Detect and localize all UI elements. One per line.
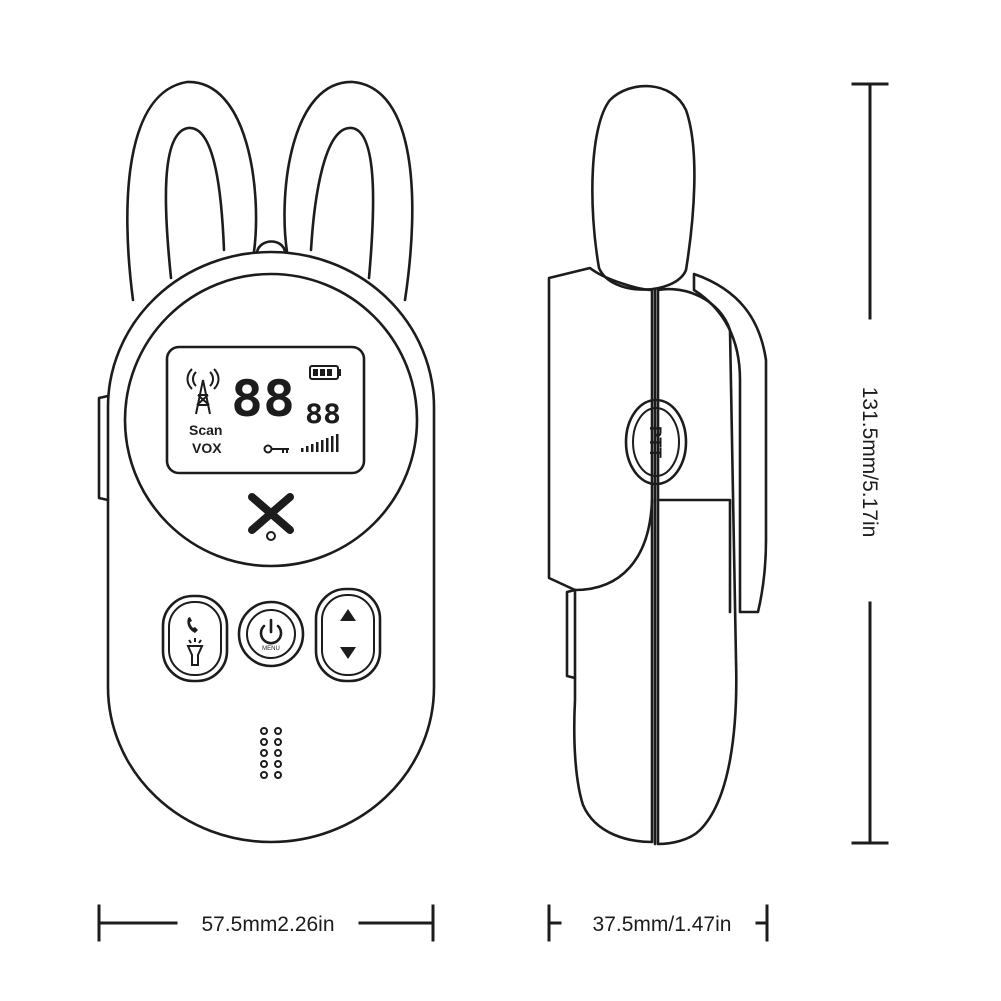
phone-icon <box>187 617 198 633</box>
arrow-up-icon <box>340 609 356 621</box>
height-dimension: 131.5mm/5.17in <box>851 82 889 845</box>
battery-icon <box>309 365 341 380</box>
flashlight-icon <box>186 638 204 666</box>
antenna-tower-icon <box>186 368 220 415</box>
speaker-grille <box>260 727 282 779</box>
belt-clip <box>692 272 768 614</box>
key-lock-icon <box>263 444 289 454</box>
side-body-back <box>656 287 738 846</box>
width-dimension: 57.5mm2.26in <box>97 904 435 942</box>
power-menu-button[interactable]: MENU <box>237 600 305 668</box>
arrow-down-icon <box>340 647 356 659</box>
side-view: PTT <box>547 84 768 846</box>
side-ear <box>591 84 696 291</box>
brand-logo-icon <box>248 493 294 541</box>
signal-strength-icon <box>301 434 339 452</box>
lcd-screen: 88 88 Scan VOX <box>165 345 366 475</box>
screen-bezel <box>123 272 419 568</box>
height-label: 131.5mm/5.17in <box>858 387 881 538</box>
sub-digits: 88 <box>305 399 341 430</box>
channel-digits: 88 <box>231 370 295 428</box>
bunny-ears <box>126 80 414 302</box>
side-button-left <box>97 394 110 502</box>
call-flashlight-button[interactable] <box>161 594 229 683</box>
side-button-bottom <box>565 588 577 680</box>
depth-label: 37.5mm/1.47in <box>593 913 732 936</box>
power-icon <box>259 618 283 645</box>
front-view: 88 88 Scan VOX <box>97 80 436 844</box>
width-label: 57.5mm2.26in <box>201 913 334 936</box>
lanyard-loop <box>255 240 287 254</box>
side-curve <box>573 498 654 592</box>
vox-label: VOX <box>192 440 222 456</box>
front-body <box>106 250 436 844</box>
volume-channel-button[interactable] <box>314 587 382 683</box>
scan-label: Scan <box>189 422 222 438</box>
ptt-label: PTT <box>646 426 665 459</box>
depth-dimension: 37.5mm/1.47in <box>547 904 769 942</box>
menu-label: MENU <box>262 646 280 652</box>
ptt-button[interactable]: PTT <box>624 398 688 486</box>
belt-clip-inner <box>656 498 732 614</box>
side-body-front <box>547 266 654 844</box>
